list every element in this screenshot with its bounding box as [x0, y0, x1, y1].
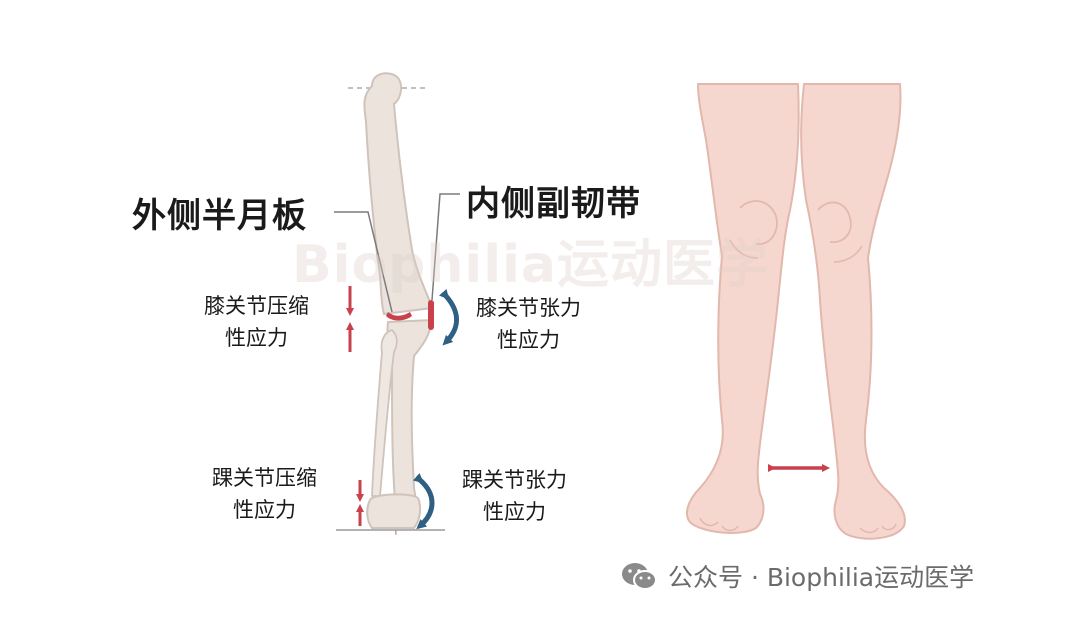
label-ankle-tension-line2: 性应力	[483, 500, 546, 524]
left-leg	[685, 83, 800, 534]
footer-source: 公众号 · Biophilia运动医学	[620, 558, 974, 594]
label-ankle-tension-line1: 踝关节张力	[462, 468, 567, 492]
label-knee-tension-line1: 膝关节张力	[476, 296, 581, 320]
label-ankle-tension: 踝关节张力 性应力	[462, 464, 567, 528]
label-lateral-meniscus: 外侧半月板	[132, 196, 307, 236]
watermark: Biophilia运动医学	[292, 235, 769, 295]
label-knee-compression-line1: 膝关节压缩	[204, 294, 309, 318]
femur-bone	[363, 72, 434, 316]
ankle-tension-arrow	[412, 472, 435, 530]
right-leg	[800, 83, 906, 540]
label-ankle-compression-line2: 性应力	[233, 498, 296, 522]
label-knee-tension: 膝关节张力 性应力	[476, 292, 581, 356]
leg-skeleton	[334, 72, 460, 539]
label-ankle-compression-line1: 踝关节压缩	[212, 466, 317, 490]
wechat-icon	[622, 563, 657, 590]
label-knee-compression: 膝关节压缩 性应力	[204, 290, 309, 354]
label-medial-collateral-ligament: 内侧副韧带	[466, 184, 641, 224]
legs-illustration	[685, 83, 906, 540]
medial-collateral-ligament	[428, 300, 434, 330]
label-knee-tension-line2: 性应力	[497, 328, 560, 352]
lateral-meniscus	[386, 312, 412, 321]
label-knee-compression-line2: 性应力	[225, 326, 288, 350]
talus-bone	[366, 493, 422, 529]
footer-text: 公众号 · Biophilia运动医学	[668, 563, 975, 592]
knee-tension-arrow	[438, 288, 459, 346]
label-ankle-compression: 踝关节压缩 性应力	[212, 462, 317, 526]
